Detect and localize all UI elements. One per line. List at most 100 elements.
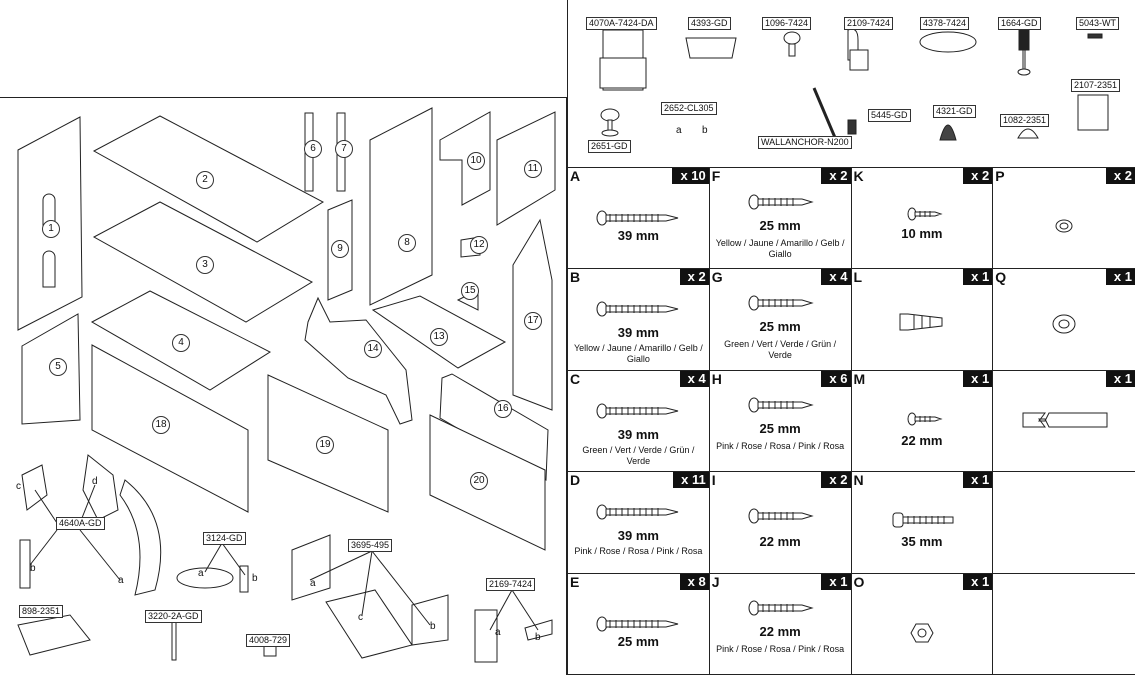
sublabel: b (535, 632, 541, 643)
screw-length: 39 mm (617, 325, 659, 341)
screw-length: 25 mm (759, 420, 801, 436)
color-label: Green / Vert / Verde / Grün / Verde (582, 444, 695, 466)
panel-number: 19 (316, 436, 334, 454)
screw-length: 25 mm (759, 218, 801, 233)
panel-number: 18 (152, 416, 170, 434)
screw-icon (748, 295, 814, 311)
hardware-letter: N (853, 472, 864, 489)
sublabel: b (30, 563, 36, 574)
sublabel: a (676, 125, 682, 136)
sublabel: b (430, 621, 436, 632)
screw-icon (748, 508, 814, 524)
screw-length: 22 mm (901, 432, 943, 448)
panel-number: 9 (331, 240, 349, 258)
color-label: Yellow / Jaune / Amarillo / Gelb / Giall… (574, 343, 703, 365)
panel-number: 15 (461, 282, 479, 300)
quantity-badge: x 1 (1105, 269, 1135, 286)
sublabel: a (310, 578, 316, 589)
quantity-badge: x 8 (679, 573, 709, 590)
quantity-badge: x 4 (821, 269, 851, 286)
nut-icon (909, 623, 934, 643)
screw-length: 39 mm (617, 426, 659, 442)
hardware-letter: A (570, 168, 581, 184)
panel-number: 10 (467, 152, 485, 170)
accessory-code: 2651-GD (588, 140, 631, 153)
panel-number: 20 (470, 472, 488, 490)
quantity-badge: x 1 (963, 472, 993, 489)
screw-icon (892, 512, 953, 528)
accessory-code: 2107-2351 (1071, 79, 1121, 92)
part-code-label: 3220-2A-GD (145, 610, 202, 623)
screw-length: 25 mm (617, 633, 659, 649)
hardware-letter: J (711, 573, 720, 590)
screw-icon (596, 210, 679, 226)
sublabel: a (198, 568, 204, 579)
color-label: Green / Vert / Verde / Grün / Verde (724, 339, 837, 361)
accessories-line-art (599, 28, 1109, 141)
panel-number: 14 (364, 340, 382, 358)
sublabel: a (495, 627, 501, 638)
screw-length: 39 mm (617, 228, 659, 243)
screw-icon (596, 616, 679, 632)
quantity-badge: x 1 (1105, 370, 1135, 387)
screw-length: 22 mm (759, 534, 801, 550)
sublabel: b (702, 125, 708, 136)
quantity-badge: x 1 (963, 573, 993, 590)
hardware-letter: O (853, 573, 865, 590)
part-code-label: 4640A-GD (56, 517, 105, 530)
accessory-code: 4321-GD (933, 105, 976, 118)
quantity-badge: x 2 (963, 168, 993, 184)
quantity-badge: x 1 (821, 573, 851, 590)
panel-line-art (17, 107, 556, 663)
panel-number: 1 (42, 220, 60, 238)
color-label: Yellow / Jaune / Amarillo / Gelb / Giall… (715, 238, 845, 259)
screw-icon (596, 403, 679, 419)
screw-icon (748, 194, 814, 210)
accessory-code: 1096-7424 (762, 17, 812, 30)
screw-icon (748, 397, 814, 413)
screw-length: 35 mm (901, 534, 943, 550)
accessory-code: 4393-GD (688, 17, 731, 30)
accessory-code: 2652-CL305 (661, 102, 717, 115)
hardware-cell (993, 574, 1135, 675)
hardware-letter: B (570, 269, 581, 286)
panel-number: 8 (398, 234, 416, 252)
accessory-code: 4378-7424 (920, 17, 970, 30)
wrench-icon (1022, 412, 1108, 428)
screw-icon (907, 207, 943, 221)
hardware-letter: I (711, 472, 716, 489)
panel-number: 16 (494, 400, 512, 418)
hardware-letter: K (853, 168, 864, 184)
accessories-panel: 4070A-7424-DA 4393-GD 1096-7424 2109-742… (567, 0, 1135, 167)
wall-anchor-icon (899, 313, 942, 331)
quantity-badge: x 4 (679, 370, 709, 387)
hardware-letter: M (853, 370, 866, 387)
sublabel: c (358, 612, 363, 623)
hardware-letter: G (711, 269, 723, 286)
accessory-code: 2109-7424 (844, 17, 894, 30)
accessory-code: 5043-WT (1076, 17, 1120, 30)
panel-number: 12 (470, 236, 488, 254)
screw-length: 22 mm (759, 623, 801, 639)
hardware-letter: C (570, 370, 581, 387)
quantity-badge: x 2 (821, 168, 851, 184)
quantity-badge: x 10 (672, 168, 709, 184)
hardware-letter: P (995, 168, 1005, 184)
quantity-badge: x 2 (821, 472, 851, 489)
sublabel: b (252, 573, 258, 584)
screw-length: 10 mm (901, 226, 943, 241)
screw-icon (748, 600, 814, 616)
